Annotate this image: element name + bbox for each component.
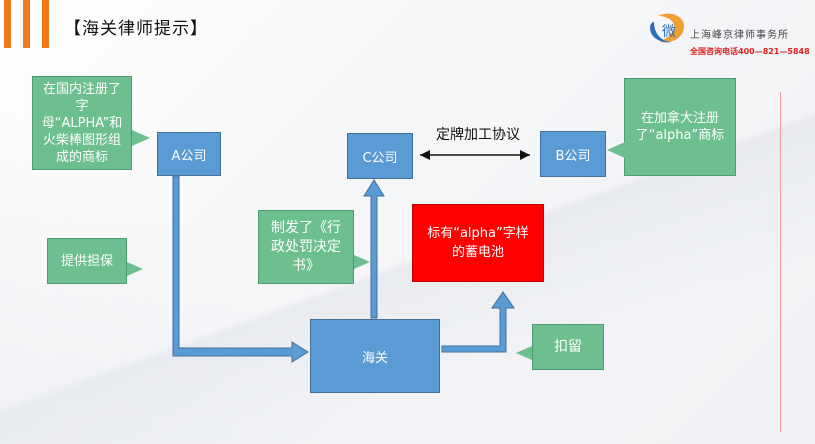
- firm-hotline: 全国咨询电话400—821—5848: [690, 47, 810, 56]
- arrow-customs-to-battery: [441, 291, 515, 353]
- callout-tail: [354, 255, 370, 269]
- slide-title: 【海关律师提示】: [64, 19, 208, 39]
- callout-tail: [607, 142, 625, 158]
- arrow-head-right: [520, 150, 530, 160]
- arrow-a-to-customs: [172, 175, 309, 363]
- callout-penalty-decision: 制发了《行政处罚决定书》: [258, 210, 354, 284]
- decorative-divider: [780, 92, 781, 432]
- firm-logo-icon: 微: [650, 13, 684, 43]
- firm-logo: 微 上海峰京律师事务所 全国咨询电话400—821—5848: [650, 8, 810, 60]
- callout-detention: 扣留: [532, 324, 604, 370]
- accent-bar: [4, 0, 11, 48]
- firm-name: 上海峰京律师事务所: [690, 30, 789, 41]
- arrow-head-left: [420, 150, 430, 160]
- box-customs: 海关: [310, 319, 440, 393]
- callout-canada-registration: 在加拿大注册了“alpha”商标: [624, 78, 736, 176]
- callout-tail: [516, 346, 532, 360]
- box-b-company: B公司: [540, 131, 606, 177]
- arrow-customs-to-c: [363, 179, 385, 319]
- callout-tail: [127, 262, 143, 276]
- accent-bar: [42, 0, 49, 48]
- callout-domestic-registration: 在国内注册了字母“ALPHA”和火柴棒图形组成的商标: [32, 76, 132, 170]
- callout-tail: [132, 130, 150, 146]
- box-c-company: C公司: [347, 133, 413, 179]
- logo-glyph: 微: [662, 24, 676, 40]
- box-battery: 标有“alpha”字样的蓄电池: [412, 204, 544, 282]
- accent-bar: [23, 0, 30, 48]
- box-a-company: A公司: [157, 132, 221, 176]
- callout-guarantee: 提供担保: [47, 238, 127, 284]
- label-oem-agreement: 定牌加工协议: [436, 127, 520, 143]
